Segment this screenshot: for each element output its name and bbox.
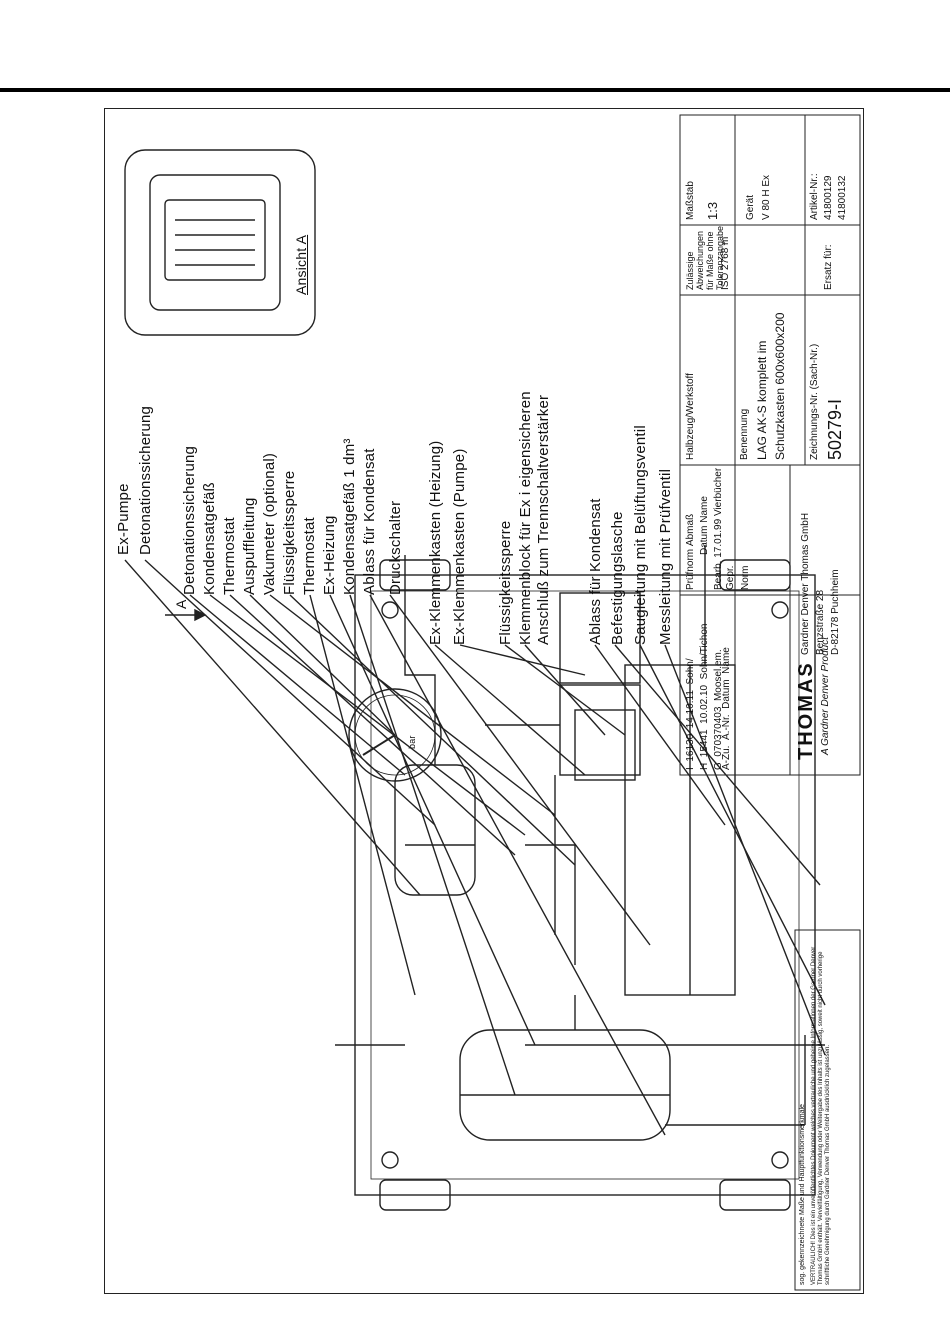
article-line3: 41800132: [837, 175, 848, 221]
condensate-vessel: [394, 764, 476, 896]
gauge-unit: bar: [407, 735, 417, 749]
header-rule: [0, 88, 950, 92]
arrow-a-label: A: [173, 599, 189, 609]
rotated-drawing: Ex-Pumpe Detonationssicherung Detonation…: [105, 109, 865, 1295]
pump-tank: [459, 1029, 671, 1141]
label-vakumeter: Vakumeter (optional): [261, 452, 278, 595]
legal-note-1: sog. gekennzeichnete Maße und Hauptfunkt…: [799, 1104, 806, 1285]
label-ex-pumpe: Ex-Pumpe: [115, 483, 132, 555]
scale-value: 1:3: [705, 201, 720, 220]
rev-letter: I: [685, 767, 696, 770]
legal-box: [794, 929, 861, 1291]
label-kondensatgefaess: Kondensatgefäß: [201, 482, 218, 595]
label-befestigungslasche: Befestigungslasche: [609, 511, 626, 645]
device-header: Gerät: [745, 194, 756, 220]
rev-date: 14.10.11: [685, 690, 696, 729]
datum-name-header: Datum Name: [699, 496, 710, 555]
gepr-row: Gepr.: [725, 565, 736, 590]
title-block: [679, 114, 861, 776]
label-klemmenkasten-heizung: Ex-Klemmenkasten (Heizung): [427, 440, 444, 645]
rev-header: A-Zu. Ä.-Nr. Datum Name: [721, 647, 732, 770]
article-line1: Artikel-Nr.:: [809, 173, 820, 220]
mounting-lug: [719, 1179, 791, 1211]
material-header: Halbzeug/Werkstoff: [685, 373, 696, 460]
terminal-block: [574, 709, 636, 781]
rev-no: 16130: [685, 733, 696, 762]
bearb-row: Bearb. 17.01.99 Vierbücher: [713, 467, 724, 590]
label-thermostat-2: Thermostat: [301, 517, 318, 595]
label-fluessigkeitssperre-1: Flüssigkeitssperre: [281, 470, 298, 595]
view-a-label: Ansicht A: [293, 234, 309, 295]
label-saugleitung: Saugleitung mit Belüftungsventil: [632, 425, 649, 645]
mounting-lug: [379, 1179, 451, 1211]
drawing-no: 50279-I: [825, 398, 845, 460]
article-line2: 41800129: [823, 175, 834, 221]
label-messleitung: Messleitung mit Prüfventil: [657, 468, 674, 645]
designation-line1: LAG AK-S komplett im: [755, 340, 769, 460]
legal-note-2: VERTRAULICH! Dies ist ein unveröffentlic…: [811, 946, 831, 1285]
label-klemmenkasten-pumpe: Ex-Klemmenkasten (Pumpe): [451, 448, 468, 645]
housing-box: [354, 574, 816, 1196]
company-logo: THOMAS: [795, 661, 817, 760]
company-city: D-82178 Puchheim: [830, 569, 841, 655]
drawing-no-header: Zeichnungs-Nr. (Sach-Nr.): [809, 343, 820, 460]
company-name: Gardner Denver Thomas GmbH: [800, 512, 811, 655]
drawing-frame: Ex-Pumpe Detonationssicherung Detonation…: [104, 108, 864, 1294]
label-druckschalter: Druckschalter: [387, 500, 404, 595]
company-street: Benzstraße 28: [815, 589, 826, 655]
rev-name: Sohn/: [685, 658, 696, 685]
label-ex-heizung: Ex-Heizung: [321, 515, 338, 595]
mounting-lug: [379, 559, 451, 591]
junction-box-pump: [559, 592, 641, 684]
label-thermostat-1: Thermostat: [221, 517, 238, 595]
label-klemmenblock-1: Klemmenblock für Ex i eigensicheren: [517, 391, 534, 645]
label-klemmenblock-2: Anschluß zum Trennschaltverstärker: [535, 394, 552, 645]
tolerance-header: Zulässige Abweichungen für Maße ohne Tol…: [685, 225, 725, 290]
label-kondensatgefaess-1dm3: Kondensatgefäß 1 dm³: [341, 438, 358, 595]
rev-name: Sohn/Tichon: [699, 623, 710, 680]
designation-header: Benennung: [739, 408, 750, 460]
vacuum-gauge: [348, 688, 442, 782]
junction-box-heating: [559, 684, 641, 776]
schematic-drawing: [124, 114, 861, 1291]
tolerance-value: ISO 2768 m: [720, 236, 731, 290]
label-ablass-kondensat-1: Ablass für Kondensat: [361, 448, 378, 595]
device-value: V 80 H Ex: [761, 174, 772, 220]
rev-letter: H: [699, 762, 710, 770]
norm-row: Norm: [740, 565, 751, 590]
label-detonationssicherung-1: Detonationssicherung: [137, 405, 154, 555]
label-detonationssicherung-2: Detonationssicherung: [181, 445, 198, 595]
view-a-inset: [124, 149, 316, 336]
label-ablass-kondensat-2: Ablass für Kondensat: [587, 498, 604, 645]
label-auspuffleitung: Auspuffleitung: [241, 497, 258, 595]
designation-line2: Schutzkasten 600x600x200: [773, 312, 787, 460]
rev-row-2: H 15441 10.02.10 Sohn/Tichon: [699, 624, 710, 770]
replacement: Ersatz für:: [823, 244, 834, 290]
pruefung-header: Prüfnorm Abmaß: [685, 513, 696, 590]
label-fluessigkeitssperre-2: Flüssigkeitssperre: [497, 520, 514, 645]
rev-row-1: I 16130 14.10.11 Sohn/: [685, 658, 696, 770]
scale-header: Maßstab: [685, 181, 696, 220]
rev-no: 15441: [699, 729, 710, 758]
rev-date: 10.02.10: [699, 684, 710, 724]
